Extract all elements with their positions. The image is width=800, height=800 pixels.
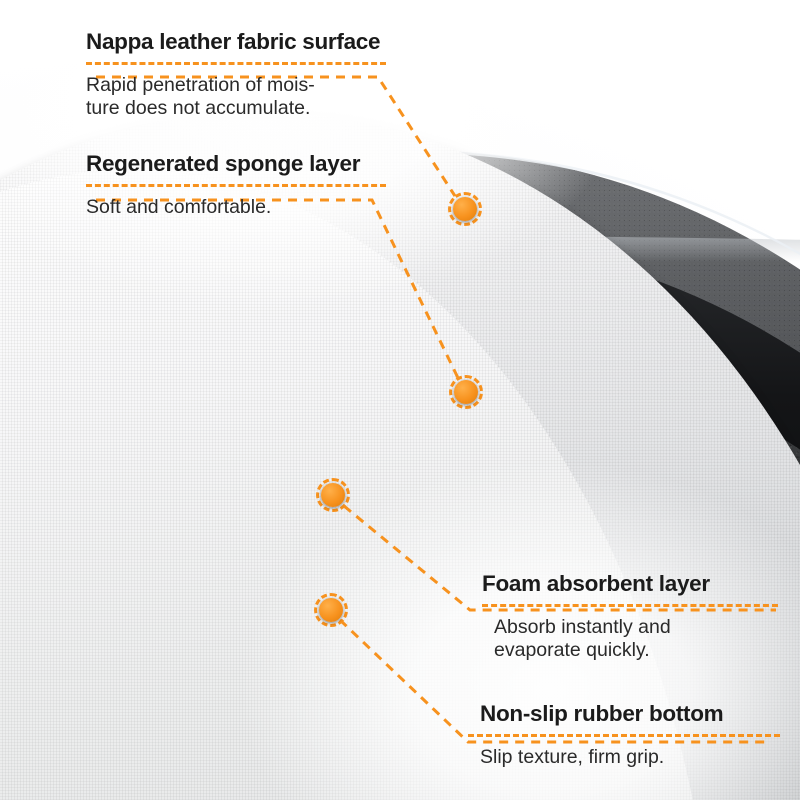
callout-regenerated-sponge: Regenerated sponge layer Soft and comfor… [86, 151, 386, 219]
callout-nappa-leather: Nappa leather fabric surface Rapid penet… [86, 29, 386, 120]
marker-ring-icon [314, 593, 348, 627]
marker-fill-icon [321, 483, 345, 507]
marker-dot-nappa [448, 192, 482, 226]
callout-foam-absorbent: Foam absorbent layer Absorb instantly an… [482, 571, 778, 662]
marker-dot-rubber [314, 593, 348, 627]
marker-fill-icon [453, 197, 477, 221]
callout-underline-foam [482, 603, 778, 607]
callout-title-rubber: Non-slip rubber bottom [480, 701, 724, 726]
marker-ring-icon [316, 478, 350, 512]
callout-title-nappa: Nappa leather fabric surface [86, 29, 381, 54]
marker-fill-icon [319, 598, 343, 622]
callout-underline-nappa [86, 61, 386, 65]
callout-title-foam: Foam absorbent layer [482, 571, 710, 596]
marker-fill-icon [454, 380, 478, 404]
marker-dot-sponge [449, 375, 483, 409]
marker-ring-icon [448, 192, 482, 226]
callout-title-sponge: Regenerated sponge layer [86, 151, 361, 176]
callout-underline-rubber [468, 733, 780, 737]
marker-ring-icon [449, 375, 483, 409]
callout-description-nappa: Rapid penetration of mois- ture does not… [86, 73, 315, 119]
callout-underline-sponge [86, 183, 386, 187]
marker-dot-foam [316, 478, 350, 512]
callout-description-rubber: Slip texture, firm grip. [480, 745, 665, 768]
callout-description-sponge: Soft and comfortable. [86, 195, 272, 218]
callout-non-slip-rubber: Non-slip rubber bottom Slip texture, fir… [468, 701, 780, 769]
callout-description-foam: Absorb instantly and evaporate quickly. [494, 615, 671, 661]
